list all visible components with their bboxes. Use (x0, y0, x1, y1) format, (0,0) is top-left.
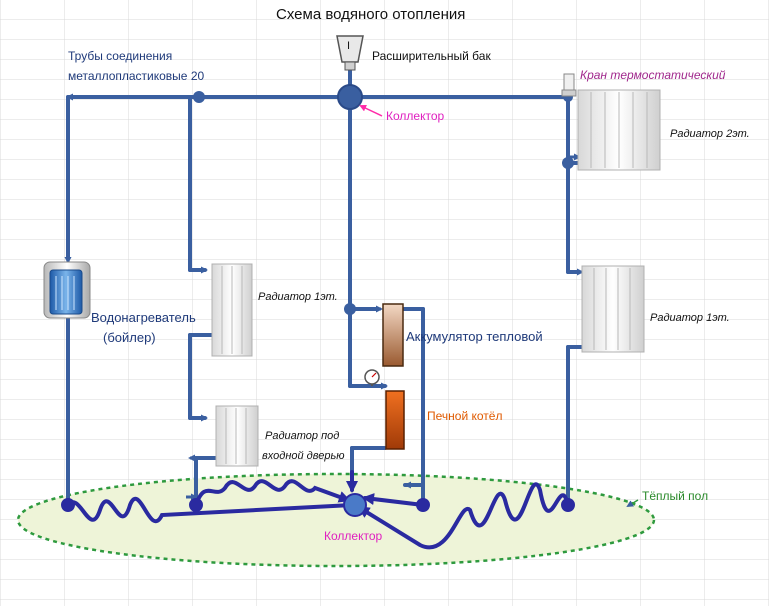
bottom-collector (343, 493, 367, 517)
floor-coils (66, 470, 570, 550)
radiator-2nd-floor-label: Радиатор 2эт. (670, 128, 750, 140)
diagram-title: Схема водяного отопления (276, 6, 466, 23)
floor-coil-right (357, 482, 570, 550)
radiator-door-label-line2: входной дверью (262, 450, 345, 462)
bottom-collector-label: Коллектор (324, 529, 383, 543)
stove-boiler-tank (385, 390, 405, 450)
radiator-2nd-floor-icon (577, 89, 661, 171)
thermostatic-valve-label: Кран термостатический (580, 68, 726, 82)
pipes-label-line1: Трубы соединения (68, 49, 173, 63)
expansion-tank-mark: I (347, 40, 351, 52)
radiator-1st-right-icon (581, 265, 645, 353)
top-collector (337, 84, 363, 110)
floor-coil-middle (194, 479, 351, 507)
warm-floor-zone (16, 472, 656, 568)
thermostatic-valve-icon (561, 73, 577, 97)
pressure-gauge-icon (364, 369, 380, 386)
radiator-door-icon (215, 405, 259, 467)
warm-floor-pointer (626, 499, 639, 508)
water-heater-label-line1: Водонагреватель (91, 310, 196, 325)
water-heater-icon (43, 261, 91, 319)
water-heater-label-line2: (бойлер) (103, 330, 156, 345)
warm-floor-label: Тёплый пол (642, 489, 709, 503)
radiator-1st-right-label: Радиатор 1эт. (650, 312, 730, 324)
top-collector-label: Коллектор (386, 109, 445, 123)
heat-accumulator-label: Аккумулятор тепловой (406, 329, 543, 344)
pipe-arrows (64, 93, 584, 501)
pipe-junctions (61, 91, 575, 512)
expansion-tank-label: Расширительный бак (372, 49, 491, 63)
top-collector-pointer (359, 104, 383, 117)
stove-boiler-label: Печной котёл (427, 409, 503, 423)
expansion-tank-icon (336, 35, 364, 71)
radiator-1st-left-icon (211, 263, 253, 357)
radiator-1st-left-label: Радиатор 1эт. (258, 291, 338, 303)
radiator-door-label-line1: Радиатор под (265, 430, 340, 442)
pipes-label-line2: металлопластиковые 20 (68, 69, 205, 83)
heat-accumulator-tank (382, 303, 404, 367)
floor-coil-left (66, 496, 354, 524)
floor-coil-return (362, 493, 425, 507)
